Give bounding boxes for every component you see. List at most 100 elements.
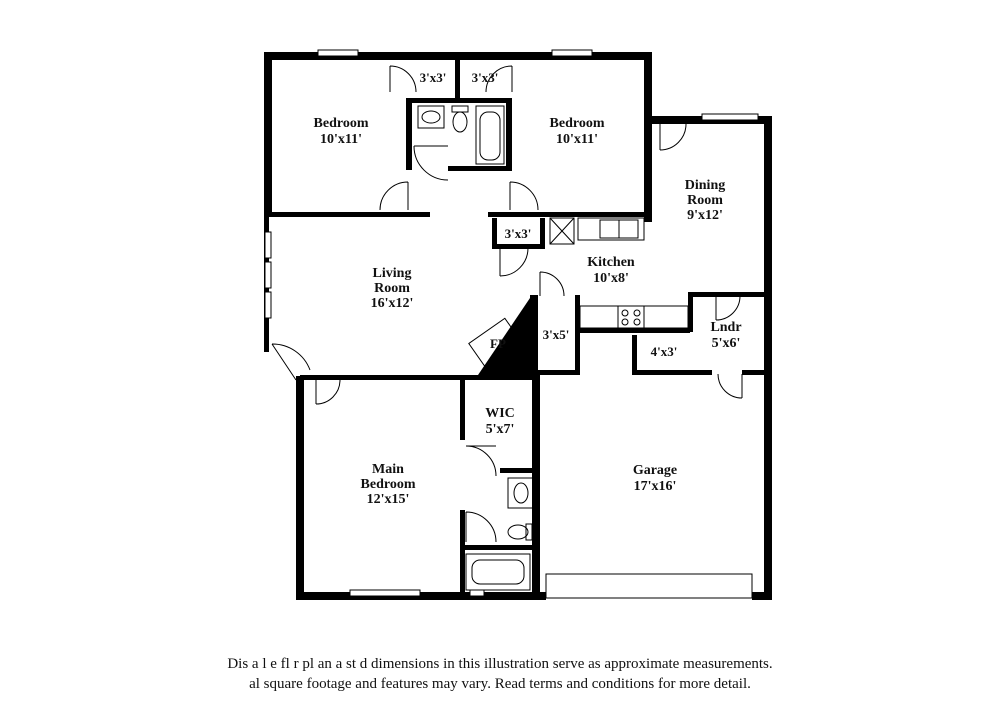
window-bedroom-left <box>317 49 359 57</box>
label-living-name-1: Living <box>373 266 412 281</box>
label-wic-name: WIC <box>485 406 515 421</box>
door-main-bedroom <box>315 379 341 405</box>
tub-inner-upper <box>479 111 501 161</box>
door-laundry <box>715 295 741 321</box>
wall-pantry <box>492 218 497 248</box>
burner-1 <box>621 309 629 317</box>
label-bedroom-right-size: 10'x11' <box>556 132 598 147</box>
wall-bath-bottom <box>448 166 512 171</box>
wall-top <box>264 52 652 60</box>
wall-laundry-top <box>688 292 768 297</box>
fixtures <box>417 105 689 591</box>
wall-bedroom-bottom-left <box>268 212 430 217</box>
interior-walls <box>268 60 768 600</box>
wall-hall-closet-bottom <box>535 370 580 375</box>
stove <box>617 305 645 329</box>
wall-bottom-right <box>752 592 772 600</box>
wall-bath-right <box>506 98 512 170</box>
burner-4 <box>633 318 641 326</box>
dishwasher-x2 <box>549 217 575 245</box>
label-dining-size: 9'x12' <box>687 208 723 223</box>
wall-utility-left <box>632 335 637 375</box>
room-labels: Bedroom 10'x11' Bedroom 10'x11' 3'x3' 3'… <box>314 70 742 507</box>
label-dining-name-1: Dining <box>685 178 725 193</box>
window-dining <box>701 113 759 121</box>
door-bedroom-right <box>509 181 539 211</box>
door-garage <box>717 373 743 399</box>
label-dining-name-2: Room <box>687 193 723 208</box>
door-dining <box>659 123 687 151</box>
label-laundry-size: 5'x6' <box>712 336 741 351</box>
door-main-bath <box>465 511 497 543</box>
garage-door <box>545 573 753 599</box>
wall-garage-left <box>532 372 540 600</box>
burner-2 <box>633 309 641 317</box>
label-garage-name: Garage <box>633 463 677 478</box>
label-living-size: 16'x12' <box>371 296 414 311</box>
wall-wic-left-lower <box>460 510 465 600</box>
label-wic-size: 5'x7' <box>486 422 515 437</box>
window-living-3 <box>264 291 272 319</box>
door-pantry <box>499 247 529 277</box>
wall-kitchen-lower <box>530 295 538 375</box>
window-main-bedroom <box>349 589 421 597</box>
counter-lower <box>579 305 689 329</box>
door-bedroom-left <box>379 181 409 211</box>
wall-hall-closet-right <box>575 295 580 375</box>
label-kitchen-name: Kitchen <box>587 255 635 270</box>
label-closet-left-size: 3'x3' <box>420 70 447 85</box>
dishwasher <box>549 217 575 245</box>
wall-left-upper <box>264 52 272 217</box>
wall-right-bedroom <box>644 52 652 222</box>
wall-bottom-left <box>296 592 546 600</box>
wall-right-outer <box>764 116 772 600</box>
disclaimer-line-2: al square footage and features may vary.… <box>249 676 751 692</box>
wall-pantry-right <box>540 218 545 248</box>
label-hall-closet-size: 3'x5' <box>543 327 570 342</box>
tub-main <box>465 553 531 591</box>
kitchen-counter-top <box>577 217 645 241</box>
tub-inner-main <box>471 559 525 585</box>
tub-upper <box>475 105 505 165</box>
fireplace-hearth <box>478 298 530 375</box>
door-front <box>271 343 311 381</box>
wall-main-left <box>296 376 304 600</box>
label-main-bedroom-name-1: Main <box>372 462 404 477</box>
label-garage-size: 17'x16' <box>634 479 677 494</box>
window-living-2 <box>264 261 272 289</box>
toilet-upper <box>452 111 468 133</box>
tank-upper <box>451 105 469 113</box>
label-utility-size: 4'x3' <box>651 344 678 359</box>
label-main-bedroom-name-2: Bedroom <box>361 477 416 492</box>
sink-bowl-main <box>513 482 529 504</box>
label-bedroom-right-name: Bedroom <box>550 116 605 131</box>
wall-wic-bottom <box>500 468 536 473</box>
toilet-main <box>507 524 529 540</box>
label-closet-right-size: 3'x3' <box>472 70 499 85</box>
doors <box>271 65 743 543</box>
window-bedroom-right <box>551 49 593 57</box>
label-main-bedroom-size: 12'x15' <box>367 492 410 507</box>
sink-bowl-upper <box>421 110 441 124</box>
wall-laundry-left <box>688 292 693 332</box>
label-living-name-2: Room <box>374 281 410 296</box>
door-wic <box>465 445 497 477</box>
door-bath <box>413 145 449 181</box>
door-hall-closet <box>539 271 565 297</box>
wall-wic-left <box>460 380 465 440</box>
windows <box>264 49 759 599</box>
tank-main <box>525 523 533 541</box>
label-pantry-size: 3'x3' <box>505 226 532 241</box>
door-closet-right <box>485 65 513 93</box>
wall-bath-main <box>460 545 536 550</box>
wall-bath-top <box>406 98 512 103</box>
burner-3 <box>621 318 629 326</box>
label-bedroom-left-name: Bedroom <box>314 116 369 131</box>
label-kitchen-size: 10'x8' <box>593 271 629 286</box>
fireplace-box <box>468 317 524 371</box>
wall-utility-bottom <box>632 370 712 375</box>
wall-closet-divider <box>455 60 460 100</box>
label-bedroom-left-size: 10'x11' <box>320 132 362 147</box>
wall-bath-left <box>406 98 412 170</box>
